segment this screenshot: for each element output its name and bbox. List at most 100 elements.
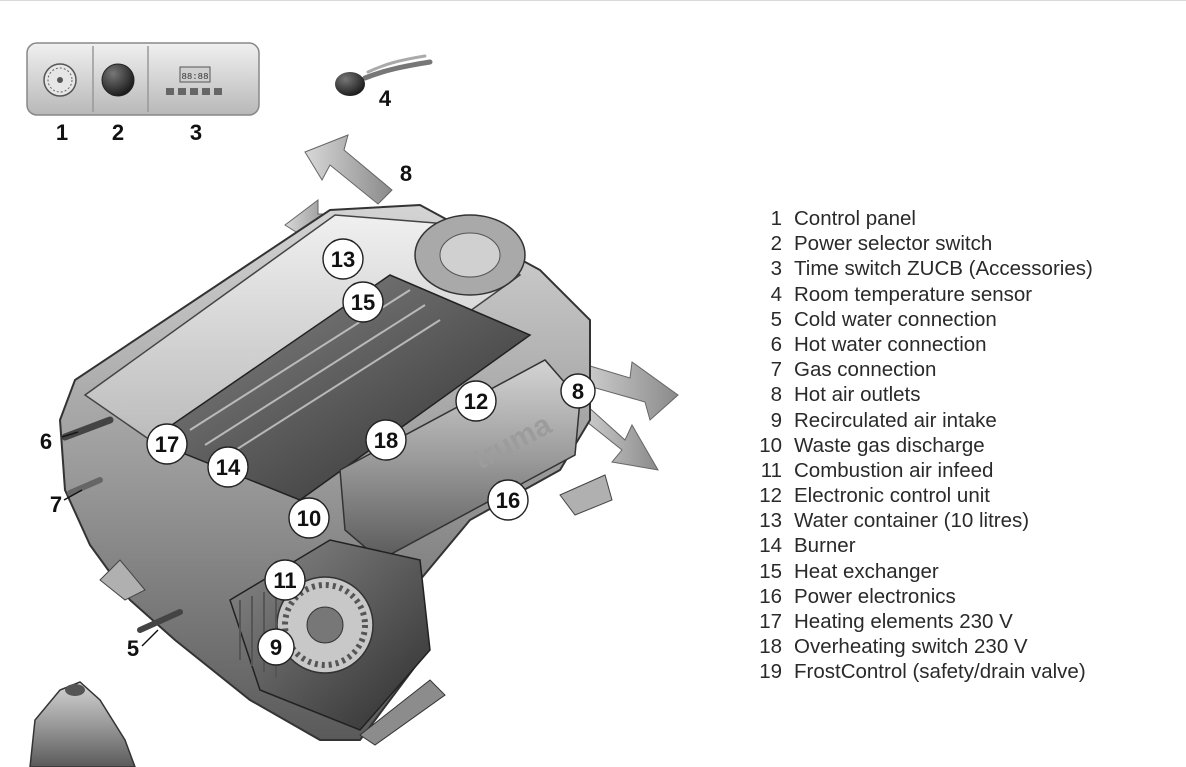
svg-text:12: 12 <box>464 389 488 414</box>
legend-item-number: 12 <box>759 484 782 508</box>
timer-display-icon: 88:88 <box>166 66 222 95</box>
callout-6: 6 <box>40 429 52 454</box>
svg-text:9: 9 <box>270 635 282 660</box>
legend-item-number: 11 <box>760 458 782 482</box>
legend-item-label: FrostControl (safety/drain valve) <box>794 660 1086 684</box>
callout-18: 18 <box>365 419 407 461</box>
dial-icon <box>43 63 77 97</box>
svg-text:11: 11 <box>273 568 296 593</box>
legend-item: 5 Cold water connection <box>748 307 1093 332</box>
legend-item-number: 19 <box>759 660 782 684</box>
top-rule <box>0 0 1186 1</box>
legend-item-number: 4 <box>770 282 782 306</box>
legend-item: 3 Time switch ZUCB (Accessories) <box>748 256 1093 281</box>
legend-item-number: 14 <box>759 534 782 558</box>
power-selector-knob-icon <box>101 63 135 97</box>
svg-text:18: 18 <box>374 428 398 453</box>
svg-text:15: 15 <box>351 290 375 315</box>
legend-item-number: 7 <box>770 358 782 382</box>
leader-lines <box>61 431 159 647</box>
callout-8-top: 8 <box>400 161 412 186</box>
heater-body: truma <box>58 203 613 746</box>
legend-item-number: 16 <box>759 584 782 608</box>
legend-item-label: Room temperature sensor <box>794 282 1033 306</box>
callout-3: 3 <box>190 120 202 145</box>
callout-16: 16 <box>487 479 529 521</box>
svg-text:14: 14 <box>216 455 241 480</box>
svg-text:17: 17 <box>155 432 179 457</box>
legend-item: 15 Heat exchanger <box>748 559 1093 584</box>
control-panel: 88:88 <box>26 42 260 116</box>
legend-item: 13 Water container (10 litres) <box>748 508 1093 533</box>
legend-item: 8 Hot air outlets <box>748 382 1093 407</box>
legend-item: 16 Power electronics <box>748 584 1093 609</box>
legend-item-number: 5 <box>770 307 782 331</box>
callout-10: 10 <box>288 497 330 539</box>
legend-item-label: Combustion air infeed <box>794 458 994 482</box>
legend-item: 7 Gas connection <box>748 357 1093 382</box>
legend-item: 1 Control panel <box>748 206 1093 231</box>
svg-text:13: 13 <box>331 247 355 272</box>
callout-15: 15 <box>342 281 384 323</box>
legend-item-label: Gas connection <box>794 358 937 382</box>
legend-item: 9 Recirculated air intake <box>748 408 1093 433</box>
legend-item-label: Power electronics <box>794 584 956 608</box>
legend-item-number: 10 <box>759 433 782 457</box>
legend-item-number: 6 <box>770 332 782 356</box>
callout-14: 14 <box>207 446 249 488</box>
legend-item-label: Hot water connection <box>794 332 987 356</box>
legend-item-label: Cold water connection <box>794 307 997 331</box>
legend-item: 6 Hot water connection <box>748 332 1093 357</box>
legend-item-label: Water container (10 litres) <box>794 509 1030 533</box>
legend-item-label: Hot air outlets <box>794 383 921 407</box>
legend-item-label: Control panel <box>794 207 916 230</box>
legend-item: 2 Power selector switch <box>748 231 1093 256</box>
legend-item-number: 13 <box>759 509 782 533</box>
legend-item-number: 15 <box>759 559 782 583</box>
legend-item-label: Waste gas discharge <box>794 433 985 457</box>
callout-4: 4 <box>379 86 392 111</box>
legend-item-label: Time switch ZUCB (Accessories) <box>794 257 1093 281</box>
legend-item-number: 9 <box>770 408 782 432</box>
parts-legend: 1 Control panel 2 Power selector switch 3 Tim… <box>748 206 1093 685</box>
legend-item: 11 Combustion air infeed <box>748 458 1093 483</box>
legend-item: 4 Room temperature sensor <box>748 282 1093 307</box>
callout-11: 11 <box>264 559 306 601</box>
callout-1: 1 <box>56 120 68 145</box>
fan-wheel-icon <box>276 576 374 674</box>
legend-item: 10 Waste gas discharge <box>748 433 1093 458</box>
callout-7: 7 <box>50 492 62 517</box>
legend-item: 12 Electronic control unit <box>748 483 1093 508</box>
callout-9: 9 <box>257 628 295 666</box>
legend-item-label: Burner <box>794 534 856 558</box>
legend-item-number: 17 <box>759 610 782 633</box>
svg-text:16: 16 <box>496 488 520 513</box>
legend-item-label: Heating elements 230 V <box>794 610 1013 633</box>
callout-8-right: 8 <box>560 373 596 409</box>
legend-item: 14 Burner <box>748 533 1093 558</box>
callout-12: 12 <box>455 380 497 422</box>
callout-13: 13 <box>322 238 364 280</box>
legend-item-number: 3 <box>770 257 782 281</box>
svg-text:10: 10 <box>297 506 321 531</box>
legend-item: 18 Overheating switch 230 V <box>748 634 1093 659</box>
legend-item-label: Recirculated air intake <box>794 408 997 432</box>
heater-illustration: 88:88 <box>26 42 679 767</box>
legend-item-label: Heat exchanger <box>794 559 939 583</box>
legend-item-number: 8 <box>770 383 782 407</box>
legend-item-label: Electronic control unit <box>794 484 990 508</box>
legend-item-number: 1 <box>770 207 782 230</box>
callout-2: 2 <box>112 120 124 145</box>
legend-item-label: Overheating switch 230 V <box>794 635 1028 659</box>
timer-display-text: 88:88 <box>181 72 208 82</box>
legend-item-number: 2 <box>770 232 782 256</box>
legend-item-number: 18 <box>759 635 782 659</box>
room-temperature-sensor <box>335 54 433 96</box>
legend-item: 17 Heating elements 230 V <box>748 609 1093 634</box>
callout-17: 17 <box>146 423 188 465</box>
legend-item: 19 FrostControl (safety/drain valve) <box>748 659 1093 684</box>
second-unit-fragment <box>29 681 136 767</box>
svg-text:8: 8 <box>572 379 584 404</box>
callout-5: 5 <box>127 636 139 661</box>
legend-item-label: Power selector switch <box>794 232 993 256</box>
